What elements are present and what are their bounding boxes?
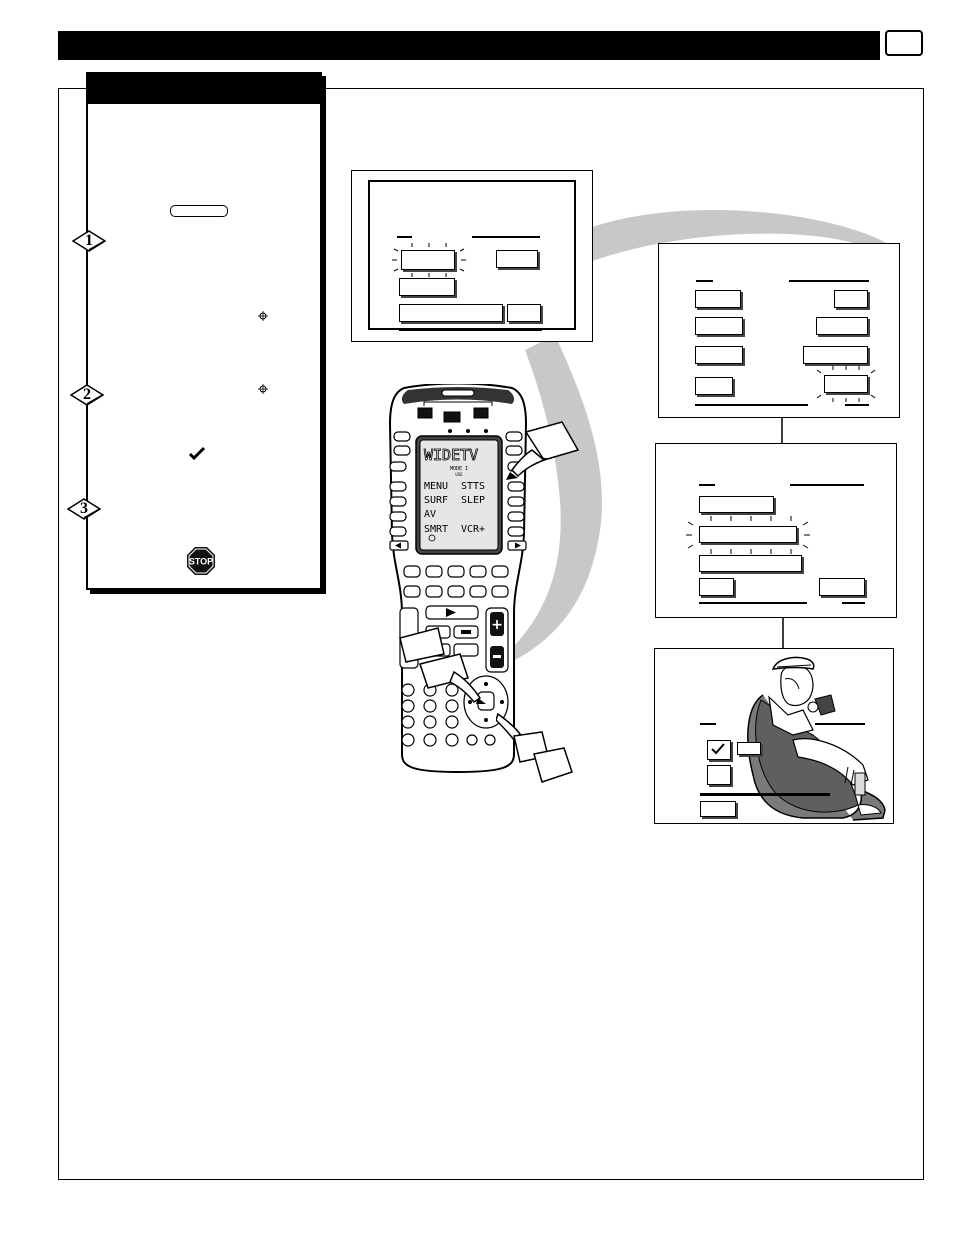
content-frame xyxy=(58,88,924,1180)
svg-text:+: + xyxy=(491,617,503,633)
diamond-icon xyxy=(66,498,102,520)
option-row[interactable] xyxy=(699,496,774,513)
diamond-icon xyxy=(69,384,105,406)
stop-sign: STOP xyxy=(186,546,216,576)
lcd-mode-sub: USE xyxy=(455,472,463,477)
checkbox-label-box xyxy=(737,742,761,755)
pointing-hand-icon xyxy=(506,421,580,480)
stop-sign-label: STOP xyxy=(189,557,213,567)
lcd-key-smrt[interactable]: SMRT xyxy=(424,524,448,535)
lcd-mode: MODE I xyxy=(450,466,468,472)
step-marker-1: 1 xyxy=(71,230,107,252)
button-outline xyxy=(170,205,228,217)
pointing-hand-icon xyxy=(399,627,486,704)
lcd-key-stts[interactable]: STTS xyxy=(461,481,485,492)
check-icon xyxy=(188,446,206,460)
menu-option[interactable] xyxy=(507,304,541,322)
remote-source-button[interactable] xyxy=(443,411,461,423)
lcd-key-vcr-plus[interactable]: VCR+ xyxy=(461,524,485,535)
highlight-glow xyxy=(392,243,466,277)
option-row[interactable] xyxy=(699,555,802,572)
remote-source-button[interactable] xyxy=(473,407,489,419)
step-number: 2 xyxy=(83,386,91,403)
menu-option-highlighted[interactable] xyxy=(401,250,455,270)
step-marker-2: 2 xyxy=(69,384,105,406)
option-row[interactable] xyxy=(819,578,865,596)
submenu-option[interactable] xyxy=(834,290,868,308)
pointing-hand-icon xyxy=(496,712,573,783)
menu-option[interactable] xyxy=(496,250,538,268)
checkbox-checked[interactable] xyxy=(707,740,731,760)
lcd-title: WIDETV xyxy=(424,446,478,464)
lcd-key-menu[interactable]: MENU xyxy=(424,481,448,492)
check-icon xyxy=(711,743,725,755)
cursor-icon xyxy=(428,534,436,542)
submenu-option-highlighted[interactable] xyxy=(824,375,868,393)
instruction-sidebar: 1 2 3 STOP xyxy=(66,72,322,590)
tv-screen-option-list xyxy=(655,443,897,618)
step-number: 1 xyxy=(85,232,93,249)
page-number-box xyxy=(885,30,923,56)
submenu-option[interactable] xyxy=(695,290,741,308)
option-row-highlighted[interactable] xyxy=(699,526,797,543)
cursor-icon xyxy=(258,311,268,321)
step-marker-3: 3 xyxy=(66,498,102,520)
submenu-option[interactable] xyxy=(816,317,868,335)
submenu-option[interactable] xyxy=(803,346,868,364)
tv-screen-main-menu xyxy=(351,170,593,342)
sailor-illustration xyxy=(747,656,886,821)
tv-screen-checkbox-options xyxy=(654,648,894,824)
submenu-option[interactable] xyxy=(695,346,743,364)
step-number: 3 xyxy=(80,500,88,517)
checkbox-unchecked[interactable] xyxy=(707,765,731,785)
sidebar-header xyxy=(88,74,320,104)
lcd-screen xyxy=(419,439,499,551)
menu-option[interactable] xyxy=(399,304,503,322)
remote-source-button[interactable] xyxy=(417,407,433,419)
option-row[interactable] xyxy=(699,578,734,596)
submenu-option[interactable] xyxy=(695,317,743,335)
menu-option[interactable] xyxy=(399,278,455,296)
transition-swoosh xyxy=(480,209,890,675)
power-button[interactable] xyxy=(441,389,475,397)
highlight-glow xyxy=(686,516,810,554)
lcd-key-av[interactable]: AV xyxy=(424,509,436,520)
lcd-key-slep[interactable]: SLEP xyxy=(461,495,485,506)
submenu-option[interactable] xyxy=(695,377,733,395)
lcd-key-surf[interactable]: SURF xyxy=(424,495,448,506)
option-button[interactable] xyxy=(700,801,736,817)
header-bar xyxy=(58,31,880,60)
cursor-icon xyxy=(258,384,268,394)
tv-screen-submenu xyxy=(658,243,900,418)
screen-bezel xyxy=(368,180,576,331)
diamond-icon xyxy=(71,230,107,252)
highlight-glow xyxy=(816,366,876,402)
stop-sign-icon: STOP xyxy=(187,547,215,575)
